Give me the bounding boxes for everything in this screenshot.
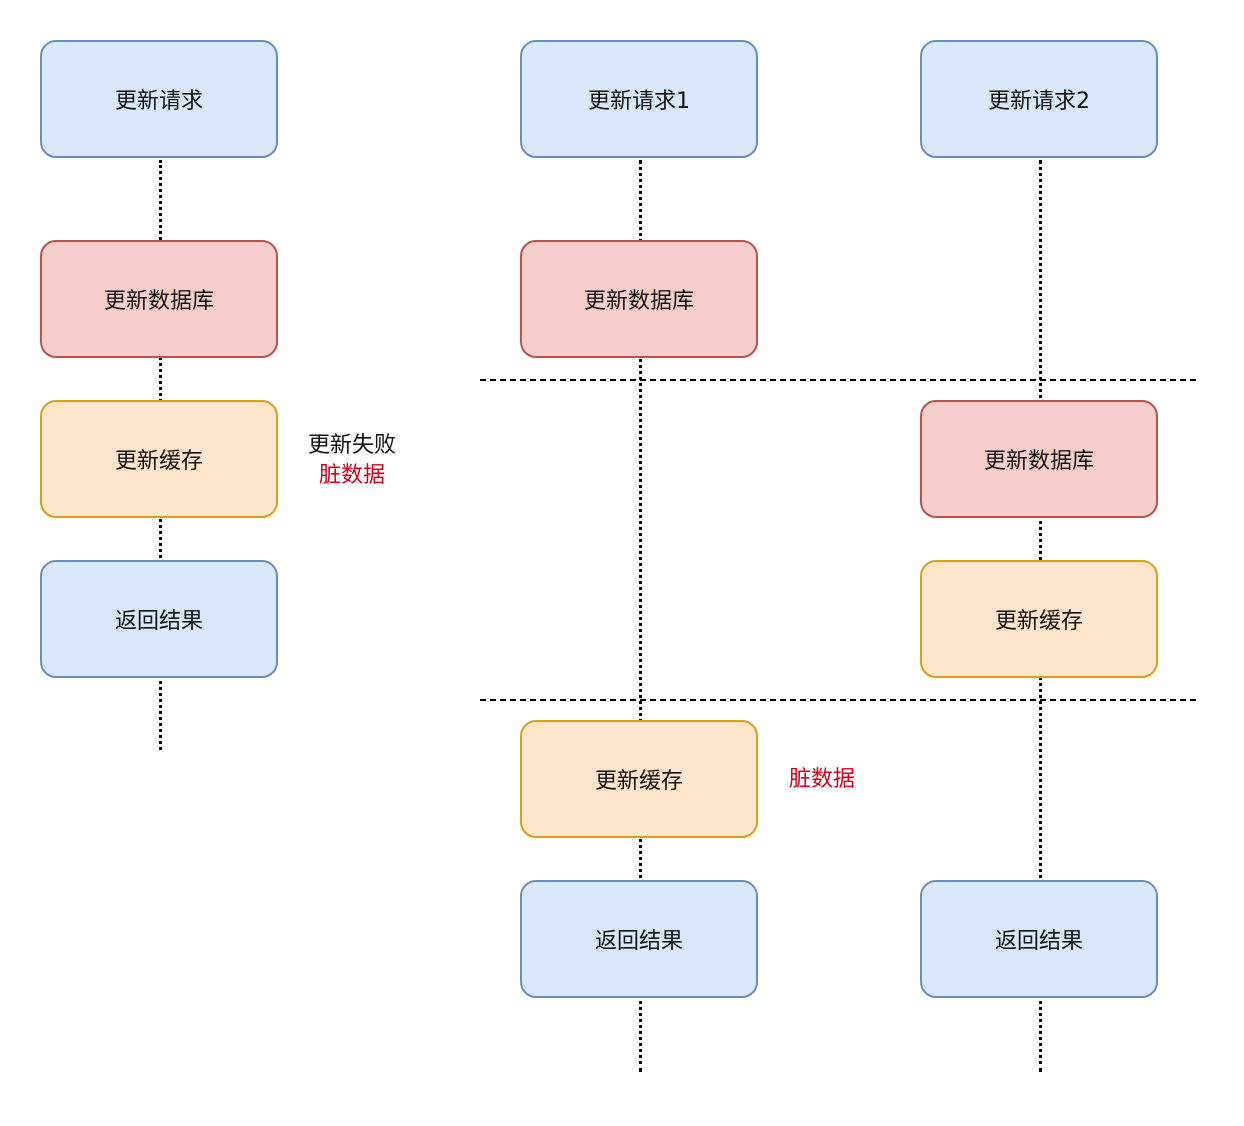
request1-result-label: 返回结果 [594, 929, 683, 954]
left-update-db-box: 更新数据库 [40, 240, 278, 358]
lifeline-request1 [639, 160, 642, 1072]
left-failure-note: 更新失败 脏数据 [302, 431, 402, 491]
request1-update-cache-box: 更新缓存 [520, 720, 758, 838]
left-note-line2: 脏数据 [318, 463, 385, 488]
left-update-cache-label: 更新缓存 [114, 449, 203, 474]
request2-box: 更新请求2 [920, 40, 1158, 158]
request1-dirty-note: 脏数据 [772, 765, 872, 795]
request1-note-label: 脏数据 [788, 767, 855, 792]
request2-update-cache-box: 更新缓存 [920, 560, 1158, 678]
request2-result-label: 返回结果 [994, 929, 1083, 954]
request1-update-cache-label: 更新缓存 [594, 769, 683, 794]
separator-bottom [480, 699, 1196, 701]
separator-top [480, 379, 1196, 381]
request1-box: 更新请求1 [520, 40, 758, 158]
request2-update-cache-label: 更新缓存 [994, 609, 1083, 634]
request2-result-box: 返回结果 [920, 880, 1158, 998]
request1-label: 更新请求1 [588, 89, 690, 114]
request1-update-db-box: 更新数据库 [520, 240, 758, 358]
left-request-label: 更新请求 [114, 89, 203, 114]
request2-update-db-label: 更新数据库 [983, 449, 1094, 474]
left-update-db-label: 更新数据库 [103, 289, 214, 314]
left-result-label: 返回结果 [114, 609, 203, 634]
left-result-box: 返回结果 [40, 560, 278, 678]
request2-update-db-box: 更新数据库 [920, 400, 1158, 518]
request1-result-box: 返回结果 [520, 880, 758, 998]
request1-update-db-label: 更新数据库 [583, 289, 694, 314]
left-update-cache-box: 更新缓存 [40, 400, 278, 518]
request2-label: 更新请求2 [988, 89, 1090, 114]
left-note-line1: 更新失败 [307, 433, 396, 458]
left-request-box: 更新请求 [40, 40, 278, 158]
